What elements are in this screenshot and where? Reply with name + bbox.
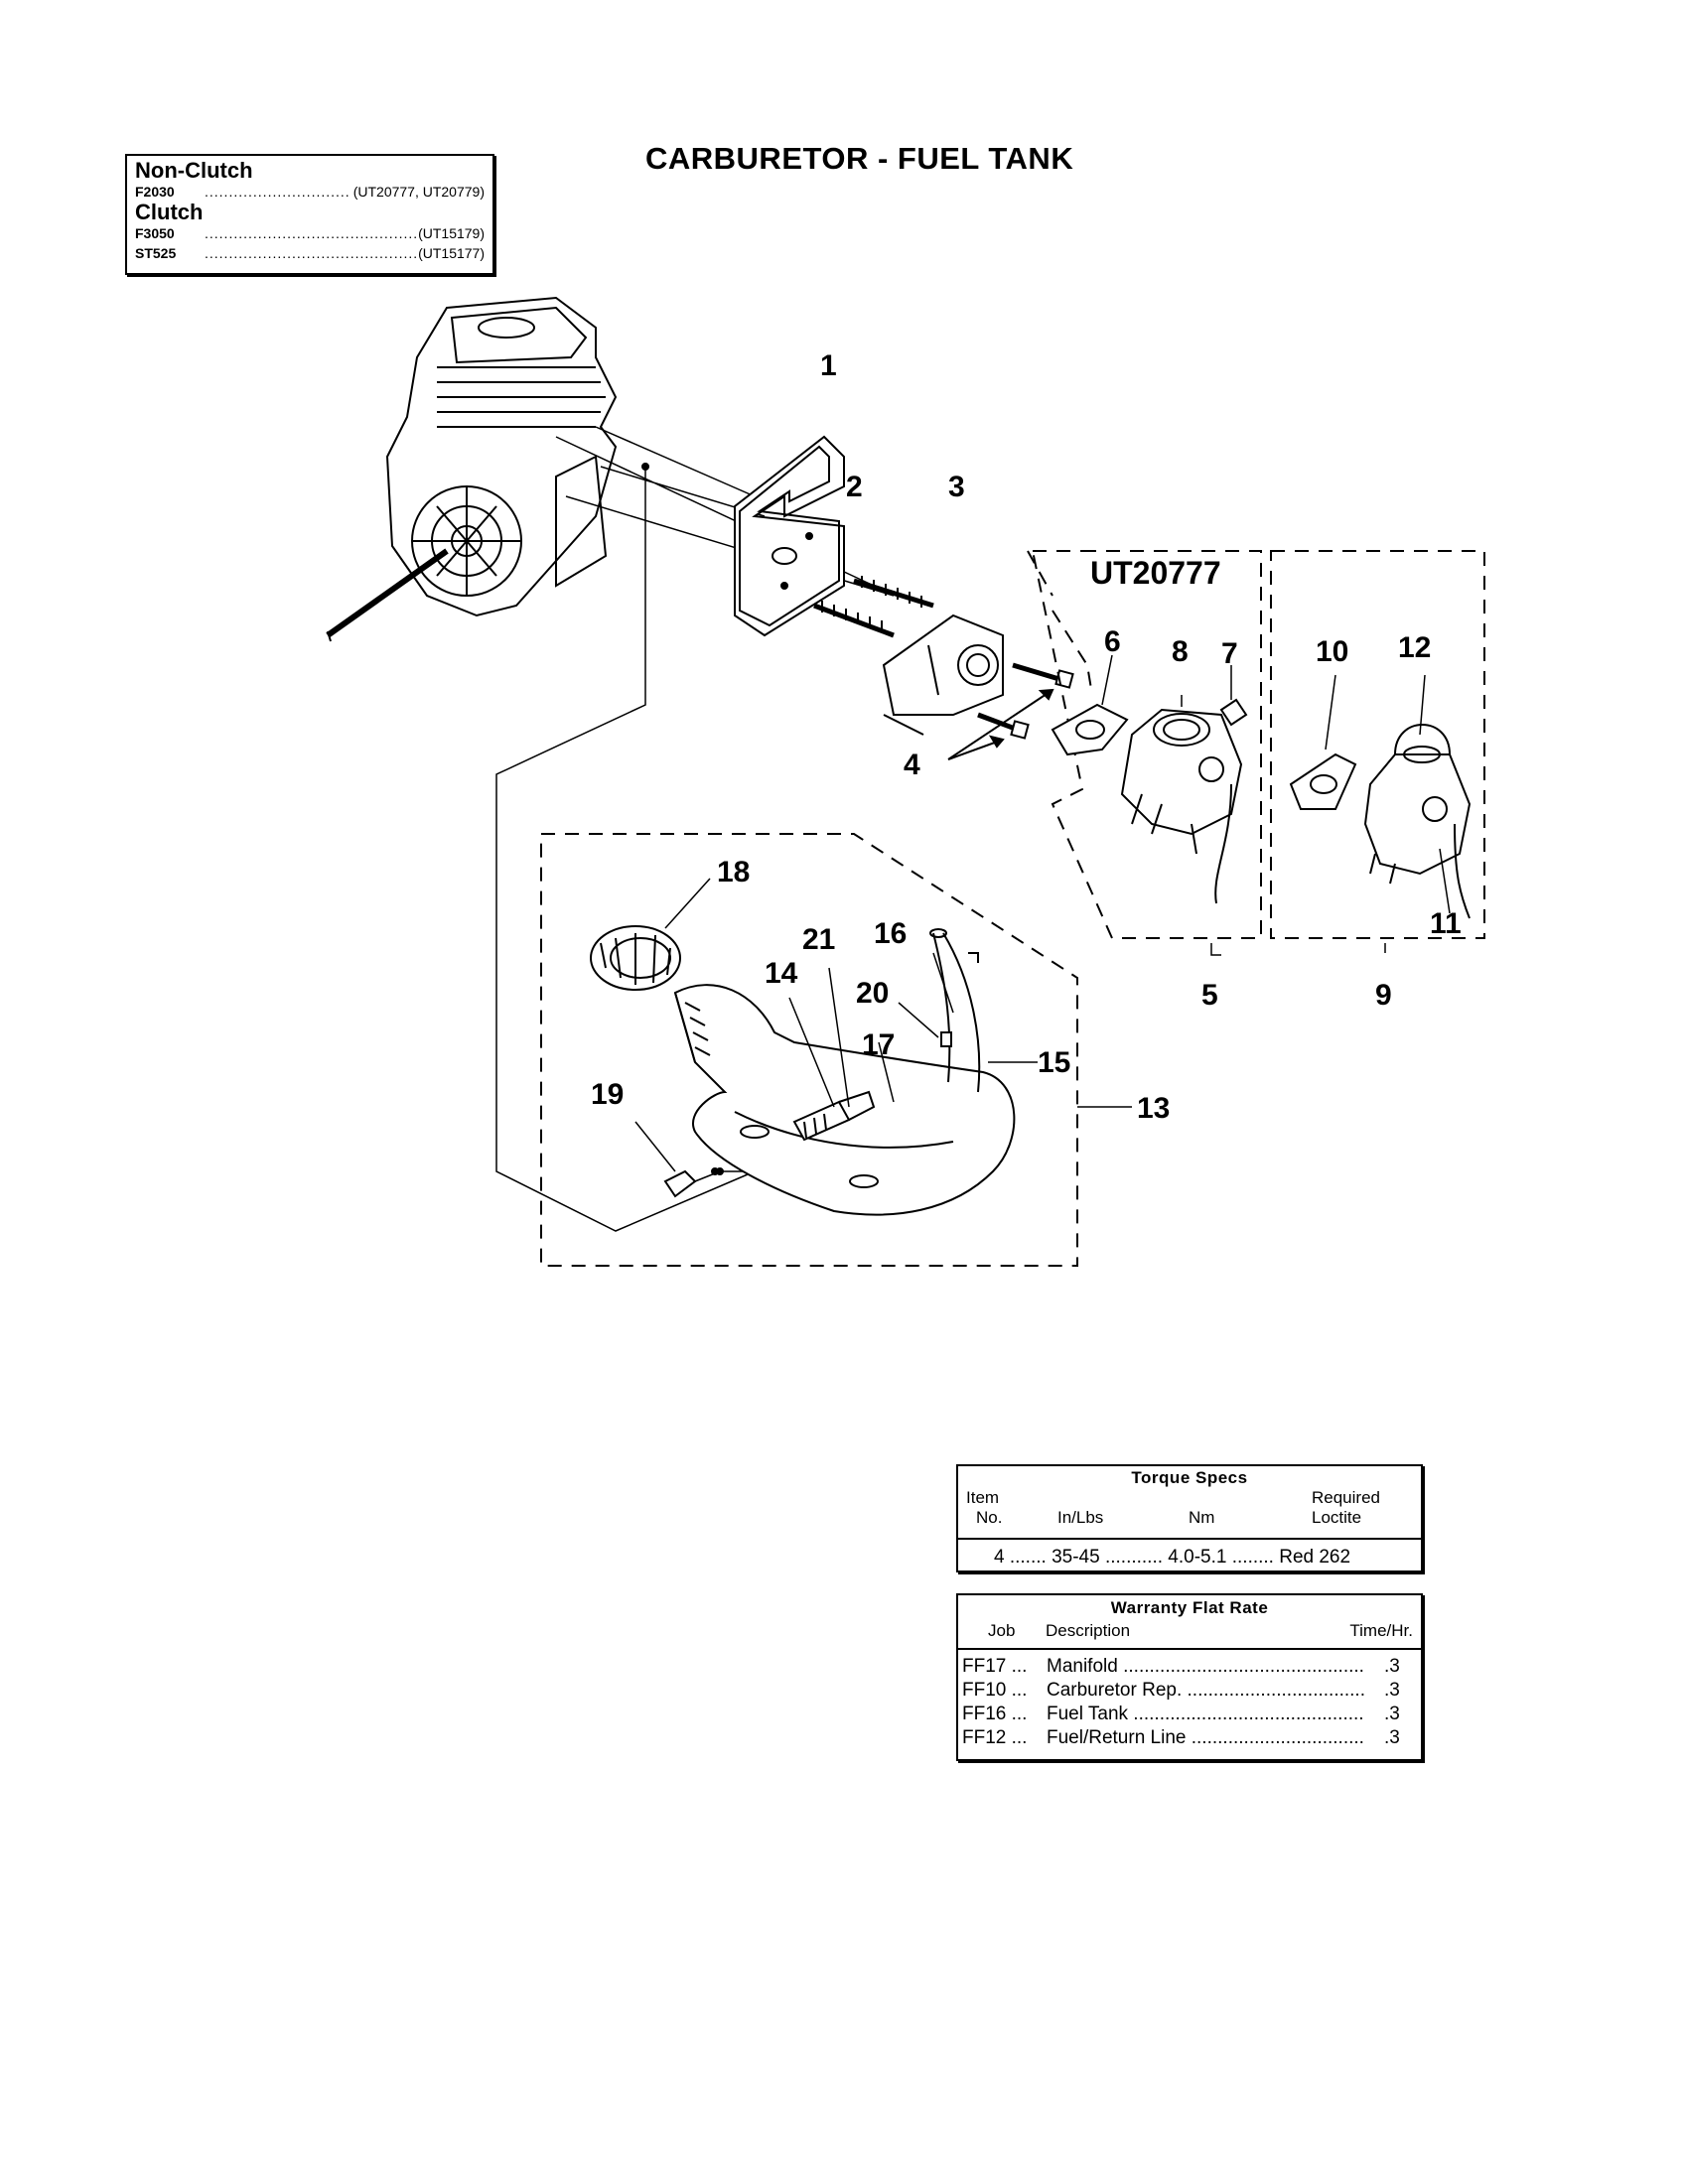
callout-21: 21 [802,923,835,956]
torque-specs-table: Torque Specs Item No. In/Lbs Nm Required… [956,1464,1423,1572]
torque-specs-header: Torque Specs Item No. In/Lbs Nm Required… [958,1466,1421,1540]
group-9-outline [1270,550,1485,939]
warranty-title: Warranty Flat Rate [1110,1598,1269,1617]
callout-12: 12 [1398,631,1431,664]
job-description: Fuel/Return Line [1047,1726,1364,1750]
warranty-row: FF16 ... Fuel Tank .3 [958,1703,1421,1726]
model-value: (UT15177) [418,245,485,261]
model-row: F3050 (UT15179) [135,223,485,243]
col-nm: Nm [1189,1508,1215,1527]
engine-block [326,296,618,642]
callout-13: 13 [1137,1092,1170,1125]
job-time: .3 [1384,1704,1400,1724]
warranty-row: FF12 ... Fuel/Return Line .3 [958,1726,1421,1750]
callout-14: 14 [765,957,798,990]
model-code: F2030 [135,184,175,200]
warranty-header: Warranty Flat Rate Job Description Time/… [958,1595,1421,1650]
callout-9: 9 [1375,979,1392,1012]
model-row: F2030 (UT20777, UT20779) [135,182,485,202]
callout-8: 8 [1172,635,1189,668]
model-code: ST525 [135,245,177,261]
job-time: .3 [1384,1656,1400,1677]
job-description: Carburetor Rep. [1047,1679,1364,1703]
job-description: Manifold [1047,1655,1364,1679]
model-code: F3050 [135,225,175,241]
carburetor-part-12 [1363,674,1472,919]
col-description: Description [1046,1621,1131,1640]
bolts-part-4 [947,662,1074,760]
col-loctite: Loctite [1312,1508,1362,1527]
col-required: Required [1312,1488,1380,1507]
group-13-outline [540,833,1078,1267]
exploded-parts-diagram: 1 2 3 4 5 6 7 8 9 10 11 12 13 14 15 16 1… [326,296,1485,1267]
model-group-label: Clutch [135,200,204,224]
job-code: FF17 ... [962,1656,1028,1677]
callout-4: 4 [904,749,920,781]
model-applicability-box: Non-Clutch F2030 (UT20777, UT20779) Clut… [125,154,494,275]
grommet-part-19 [634,1121,724,1198]
fuel-tank [673,928,1038,1216]
fuel-cap-part-18 [590,878,711,991]
model-value: (UT15179) [418,225,485,241]
callout-7: 7 [1221,637,1238,670]
gasket-part-10 [1289,674,1357,810]
model-row: ST525 (UT15177) [135,243,485,263]
carburetor-part-8 [1120,665,1248,904]
callout-18: 18 [717,856,750,888]
col-job: Job [988,1621,1016,1640]
studs-part-2 [813,576,934,638]
model-value: (UT20777, UT20779) [352,184,485,200]
carburetor-gasket-part-6 [1051,654,1129,756]
callout-17: 17 [862,1028,895,1061]
job-code: FF16 ... [962,1704,1028,1724]
job-description: Fuel Tank [1047,1703,1364,1726]
manifold-part-3 [882,614,1004,736]
job-code: FF10 ... [962,1680,1028,1701]
job-time: .3 [1384,1680,1400,1701]
callout-10: 10 [1316,635,1348,668]
callout-15: 15 [1038,1046,1070,1079]
gasket-part-1 [734,435,845,637]
col-item: Item [966,1488,1000,1507]
callout-16: 16 [874,917,907,950]
warranty-row: FF10 ... Carburetor Rep. .3 [958,1679,1421,1703]
torque-specs-title: Torque Specs [1131,1468,1248,1487]
col-time: Time/Hr. [1349,1621,1413,1640]
model-group-label: Non-Clutch [135,158,253,183]
warranty-row: FF17 ... Manifold .3 [958,1655,1421,1679]
callout-20: 20 [856,977,889,1010]
callout-2: 2 [846,471,863,503]
callout-1: 1 [820,349,837,382]
group-label-ut20777: UT20777 [1090,555,1221,591]
callout-5: 5 [1201,979,1218,1012]
callout-11: 11 [1430,907,1462,940]
warranty-flat-rate-table: Warranty Flat Rate Job Description Time/… [956,1593,1423,1761]
job-code: FF12 ... [962,1727,1028,1748]
callout-19: 19 [591,1078,624,1111]
col-inlbs: In/Lbs [1057,1508,1104,1527]
callout-3: 3 [948,471,965,503]
job-time: .3 [1384,1727,1400,1748]
col-no: No. [976,1508,1003,1527]
page-title: CARBURETOR - FUEL TANK [645,141,1074,176]
group-5-outline [1032,550,1262,939]
torque-row: 4 ....... 35-45 ........... 4.0-5.1 ....… [994,1547,1351,1568]
callout-6: 6 [1104,625,1121,658]
